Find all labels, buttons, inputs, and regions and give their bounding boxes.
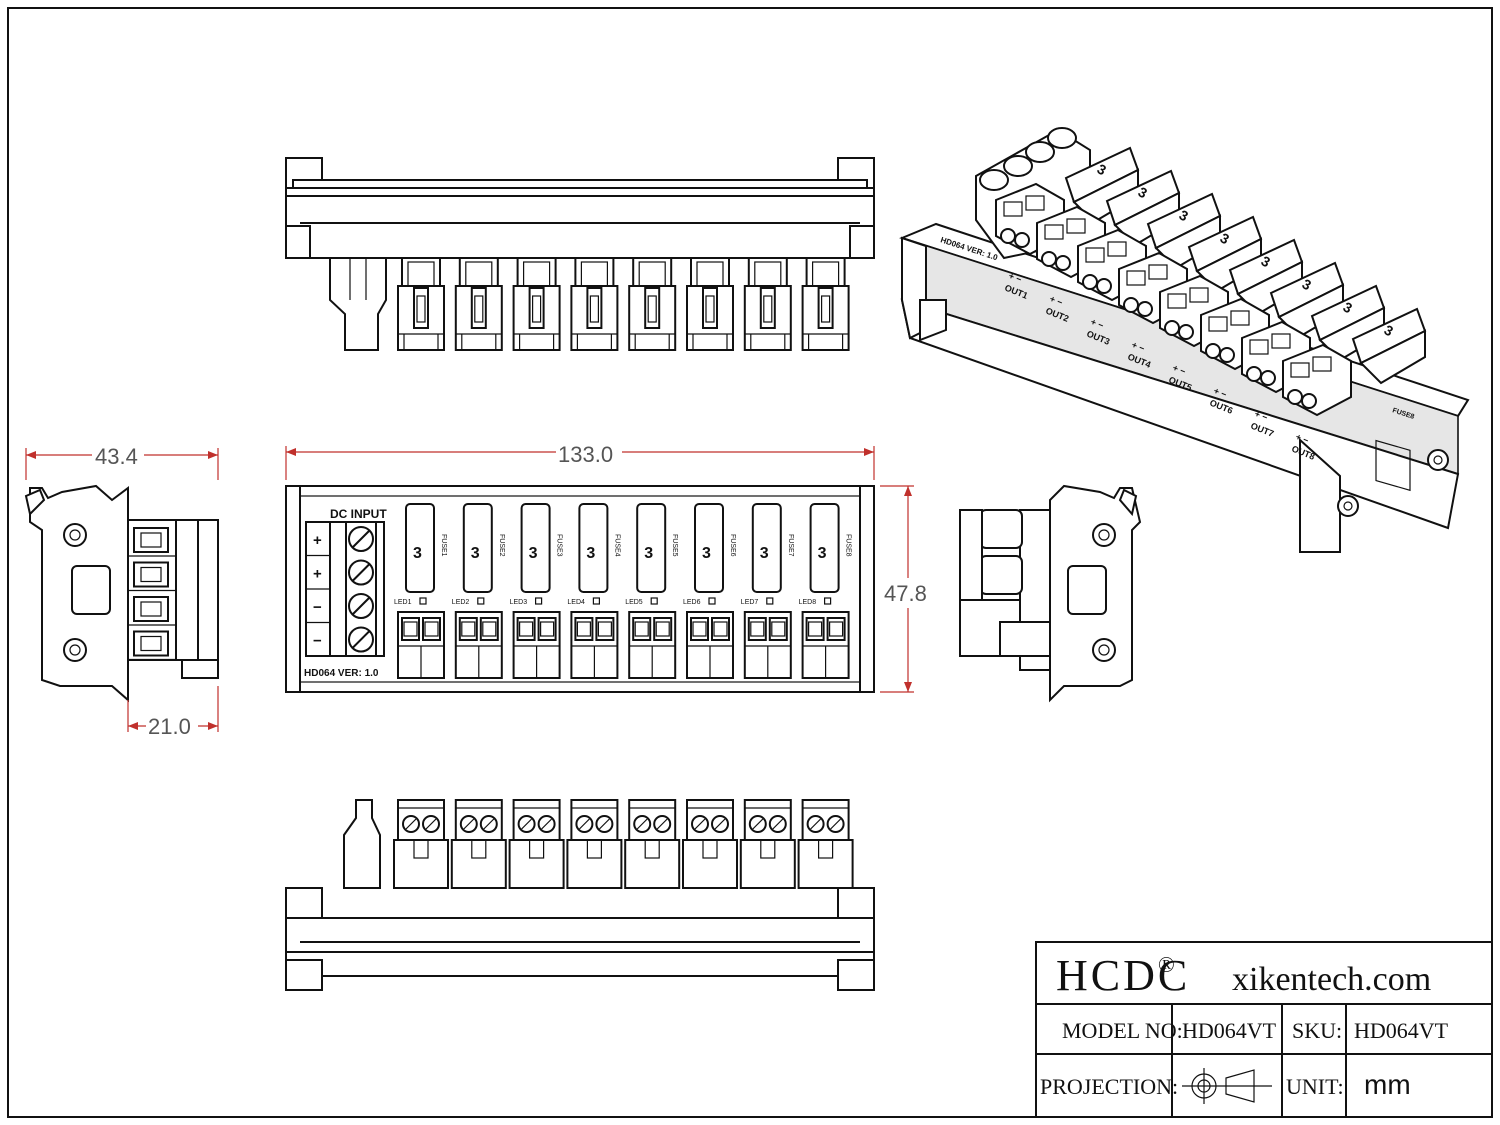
led-label: LED3: [510, 599, 528, 606]
input-polarity-mark: −: [313, 599, 322, 616]
fuse-value: 3: [529, 545, 538, 562]
led-indicator: [477, 597, 485, 605]
fuse-label: FUSE6: [729, 534, 736, 557]
led-indicator: [419, 597, 427, 605]
fuse-value: 3: [760, 545, 769, 562]
sku-value: HD064VT: [1354, 1018, 1449, 1043]
led-indicator: [708, 597, 716, 605]
fuse-label: FUSE2: [498, 534, 505, 557]
top-view: [285, 157, 875, 351]
fuse-holder[interactable]: [405, 503, 435, 593]
led-label: LED4: [567, 599, 585, 606]
led-label: LED1: [394, 599, 412, 606]
fuse-label: FUSE7: [787, 534, 794, 557]
bottom-view: [285, 799, 875, 991]
iso-polarity-mark: + −: [1294, 432, 1310, 446]
fuse-holder[interactable]: [694, 503, 724, 593]
unit-label: UNIT:: [1286, 1074, 1344, 1099]
iso-polarity-mark: + −: [1253, 409, 1269, 423]
led-indicator: [823, 597, 832, 605]
dimension-rail-depth: 21.0: [148, 714, 191, 739]
input-polarity-mark: +: [313, 566, 322, 583]
drawing-border: [7, 7, 1493, 1118]
input-polarity-mark: +: [313, 532, 322, 549]
fuse-value: 3: [644, 545, 653, 562]
fuse-holder[interactable]: [578, 503, 609, 593]
led-label: LED5: [625, 599, 643, 606]
fuse-value: 3: [586, 545, 595, 562]
projection-label: PROJECTION:: [1040, 1074, 1178, 1099]
left-side-view: ++−−: [24, 484, 219, 703]
iso-polarity-mark: + −: [1212, 386, 1228, 400]
brand-name: HCDC: [1056, 951, 1190, 1000]
dimension-height: 47.8: [884, 581, 927, 606]
unit-value: mm: [1364, 1069, 1411, 1100]
iso-polarity-mark: + −: [1089, 317, 1105, 331]
version-label: HD064 VER: 1.0: [304, 668, 379, 679]
fuse-label: FUSE4: [613, 534, 620, 557]
website-link[interactable]: xikentech.com: [1232, 961, 1431, 998]
iso-polarity-mark: + −: [1130, 340, 1146, 354]
fuse-value: 3: [413, 545, 422, 562]
dimension-depth: 43.4: [95, 444, 138, 469]
led-indicator: [650, 597, 658, 605]
right-side-view: [959, 484, 1142, 703]
fuse-label: FUSE1: [440, 534, 447, 557]
input-polarity-mark: −: [313, 633, 322, 650]
fuse-holder[interactable]: [809, 503, 840, 593]
iso-polarity-mark: + −: [1048, 294, 1064, 308]
fuse-value: 3: [471, 545, 480, 562]
led-label: LED7: [741, 599, 759, 606]
fuse-holder[interactable]: [462, 503, 493, 593]
fuse-label: FUSE3: [556, 534, 563, 557]
led-indicator: [534, 597, 543, 605]
fuse-label: FUSE5: [671, 534, 678, 557]
fuse-holder[interactable]: [751, 503, 782, 593]
iso-polarity-mark: + −: [1171, 363, 1187, 377]
model-value: HD064VT: [1182, 1018, 1277, 1043]
fuse-value: 3: [818, 545, 827, 562]
dimension-width: 133.0: [558, 442, 613, 467]
led-label: LED6: [683, 599, 701, 606]
fuse-value: 3: [702, 545, 711, 562]
fuse-holder[interactable]: [636, 503, 667, 593]
led-indicator: [766, 597, 774, 605]
dc-input-label: DC INPUT: [330, 507, 387, 521]
fuse-holder[interactable]: [520, 503, 551, 593]
projection-symbol-icon: [1182, 1068, 1272, 1104]
brand-registered-mark: ®: [1158, 952, 1175, 977]
sku-label: SKU:: [1292, 1018, 1342, 1043]
iso-polarity-mark: + −: [1007, 271, 1023, 285]
model-label: MODEL NO:: [1062, 1018, 1183, 1043]
led-label: LED8: [799, 599, 817, 606]
led-label: LED2: [452, 599, 470, 606]
fuse-label: FUSE8: [845, 534, 852, 557]
title-block: [1035, 941, 1493, 1118]
led-indicator: [592, 597, 601, 605]
